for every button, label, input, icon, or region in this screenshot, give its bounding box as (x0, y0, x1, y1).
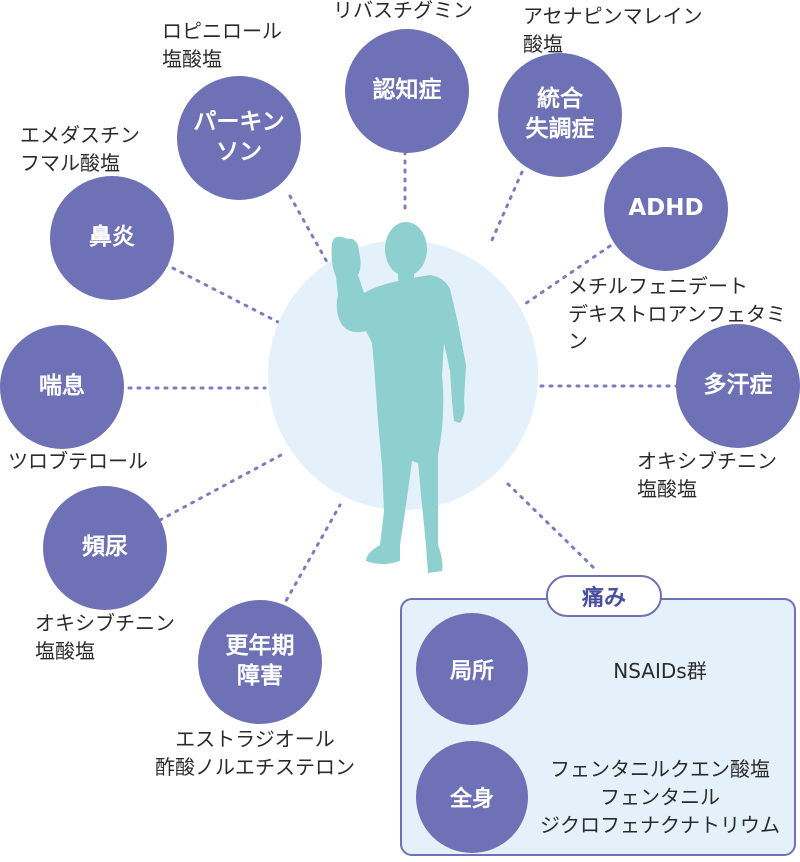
pain-systemic-drug: フェンタニルクエン酸塩 フェンタニル ジクロフェナクナトリウム (540, 757, 780, 837)
drug-rivastigmine: リバスチグミン (333, 0, 473, 22)
connector-menopause (280, 503, 342, 610)
condition-hyperhidrosis: 多汗症 (676, 324, 800, 448)
drug-estradiol: エストラジオール 酢酸ノルエチステロン (155, 727, 355, 779)
drug-asenapine: アセナピンマレイン 酸塩 (523, 4, 703, 56)
pain-title: 痛み (546, 575, 662, 617)
connector-frequent-urination (158, 452, 285, 522)
condition-adhd: ADHD (604, 147, 728, 271)
condition-rhinitis: 鼻炎 (50, 176, 174, 300)
condition-frequent-urination: 頻尿 (43, 486, 167, 610)
drug-oxybutynin-hyperhidrosis: オキシブチニン 塩酸塩 (637, 449, 777, 501)
drug-tulobuterol: ツロブテロール (8, 449, 148, 473)
connector-rhinitis (163, 262, 280, 324)
drug-oxybutynin-urination: オキシブチニン 塩酸塩 (35, 611, 175, 663)
drug-methylphenidate: メチルフェニデート デキストロアンフェタミン (568, 274, 786, 354)
condition-dementia: 認知症 (345, 29, 469, 153)
person-waving-icon (331, 222, 466, 573)
connector-schizophrenia (490, 170, 524, 242)
condition-asthma: 喘息 (0, 325, 124, 449)
pain-local-node: 局所 (416, 613, 528, 725)
connector-parkinsons (288, 194, 329, 264)
pain-systemic-node: 全身 (416, 741, 528, 853)
drug-ropinirole: ロピニロール 塩酸塩 (162, 19, 282, 71)
condition-parkinsons: パーキン ソン (177, 76, 301, 200)
connector-pain (506, 482, 598, 572)
condition-menopause: 更年期 障害 (198, 600, 322, 724)
condition-schizophrenia: 統合 失調症 (498, 53, 622, 177)
connector-adhd (520, 244, 612, 308)
drug-emedastine: エメダスチン フマル酸塩 (20, 123, 140, 175)
pain-local-drug: NSAIDs群 (613, 659, 707, 683)
